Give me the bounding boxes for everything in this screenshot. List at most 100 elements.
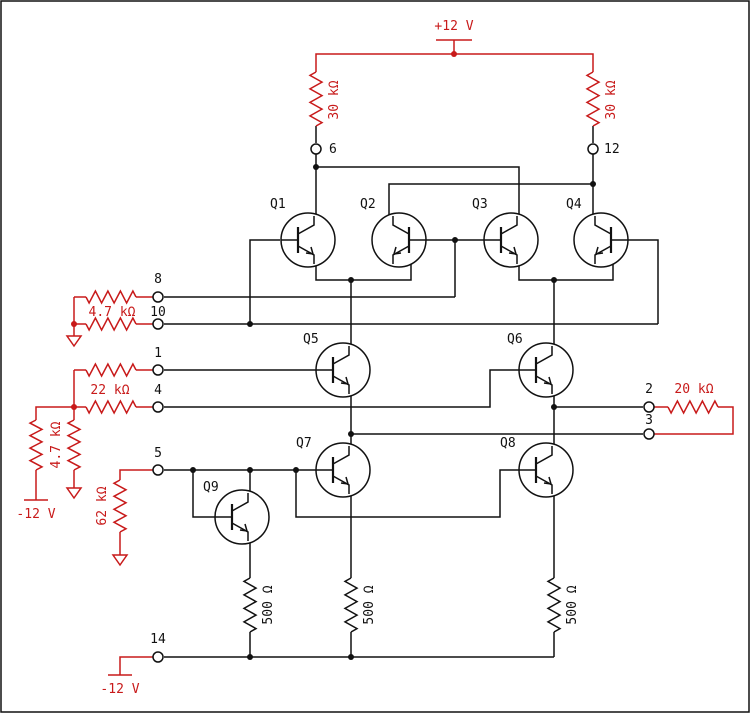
pin-label-6: 6 <box>329 142 337 157</box>
resistor-label-30k-right: 30 kΩ <box>604 80 619 119</box>
junction-dot-divider <box>71 404 77 410</box>
resistor-label-500-q8: 500 Ω <box>565 585 580 624</box>
transistor-q8-collector <box>535 446 553 465</box>
transistor-label-q9: Q9 <box>203 480 219 495</box>
pin-label-2: 2 <box>645 382 653 397</box>
pin-12 <box>587 143 599 155</box>
junction-dot-supply <box>451 51 457 57</box>
junction-dot <box>590 181 596 187</box>
transistor-q3-collector <box>500 216 518 235</box>
junction-dot <box>348 277 354 283</box>
resistor-22k-pin1 <box>85 362 137 378</box>
resistor-4k7-pin10 <box>85 316 137 332</box>
ground-icon <box>111 554 129 567</box>
resistor-label-500-q7: 500 Ω <box>362 585 377 624</box>
transistor-label-q2: Q2 <box>360 197 376 212</box>
transistor-q5-emitter-arrow <box>340 376 350 385</box>
transistor-q8-emitter-arrow <box>543 476 553 485</box>
resistor-500-q7 <box>343 577 359 633</box>
supply-label-minus-bottom: -12 V <box>100 682 139 697</box>
junction-dot <box>348 431 354 437</box>
transistor-q7-emitter-arrow <box>340 476 350 485</box>
pin-6 <box>310 143 322 155</box>
pin-1 <box>152 364 164 376</box>
pin-label-3: 3 <box>645 413 653 428</box>
resistor-20k <box>667 399 719 415</box>
pin-label-10: 10 <box>150 305 166 320</box>
pin-label-4: 4 <box>154 383 162 398</box>
junction-dot <box>551 277 557 283</box>
transistor-q2-collector <box>392 216 410 235</box>
transistor-q6-emitter-arrow <box>543 376 553 385</box>
pin-2 <box>643 401 655 413</box>
junction-dot <box>190 467 196 473</box>
transistor-q4-emitter <box>594 245 612 264</box>
resistor-label-22k: 22 kΩ <box>90 383 129 398</box>
pin-5 <box>152 464 164 476</box>
transistor-q3-emitter-arrow <box>508 246 518 255</box>
junction-dot <box>247 654 253 660</box>
transistor-q9-emitter <box>231 522 249 541</box>
resistor-label-62k: 62 kΩ <box>95 486 110 525</box>
ground-icon <box>65 335 83 348</box>
ground-icon <box>65 487 83 500</box>
resistor-label-30k-left: 30 kΩ <box>327 80 342 119</box>
resistor-label-4k7-input: 4.7 kΩ <box>89 305 136 320</box>
pin-4 <box>152 401 164 413</box>
transistor-q4-collector <box>594 216 612 235</box>
internal-wiring <box>164 126 659 658</box>
transistor-q1-collector <box>297 216 315 235</box>
transistor-q9-collector <box>231 493 249 512</box>
junction-dot <box>313 164 319 170</box>
resistor-500-q9 <box>242 577 258 633</box>
transistor-q2-emitter <box>392 245 410 264</box>
pin-3 <box>643 428 655 440</box>
resistor-30k-left <box>308 71 324 127</box>
resistor-22k-pin4 <box>85 399 137 415</box>
transistor-q7-collector <box>332 446 350 465</box>
transistor-q8-emitter <box>535 475 553 494</box>
transistor-q7-emitter <box>332 475 350 494</box>
supply-label-minus-left: -12 V <box>16 507 55 522</box>
transistor-q4-emitter-arrow <box>594 246 604 255</box>
junction-dot <box>348 654 354 660</box>
junction-dot <box>247 467 253 473</box>
resistor-label-4k7-divider: 4.7 kΩ <box>49 421 64 468</box>
junction-dot <box>293 467 299 473</box>
resistor-divider-left <box>28 419 44 471</box>
transistor-label-q3: Q3 <box>472 197 488 212</box>
pin-14 <box>152 651 164 663</box>
transistor-label-q4: Q4 <box>566 197 582 212</box>
resistor-4k7-pin8 <box>85 289 137 305</box>
resistor-label-20k: 20 kΩ <box>674 382 713 397</box>
transistor-q9-emitter-arrow <box>239 523 249 532</box>
junction-dot <box>247 321 253 327</box>
transistor-label-q8: Q8 <box>500 436 516 451</box>
junction-dot-input <box>71 321 77 327</box>
transistor-q6-collector <box>535 346 553 365</box>
transistor-q2-emitter-arrow <box>392 246 402 255</box>
transistor-label-q1: Q1 <box>270 197 286 212</box>
resistor-label-500-q9: 500 Ω <box>261 585 276 624</box>
pin-label-12: 12 <box>604 142 620 157</box>
resistor-30k-right <box>585 71 601 127</box>
pin-10 <box>152 318 164 330</box>
transistor-q6-emitter <box>535 375 553 394</box>
schematic-labels: +12 V -12 V -12 V 30 kΩ 30 kΩ 4.7 kΩ 22 … <box>16 19 713 697</box>
resistor-500-q8 <box>546 577 562 633</box>
pin-label-8: 8 <box>154 272 162 287</box>
transistor-q1-emitter-arrow <box>305 246 315 255</box>
resistor-divider-right <box>66 419 82 471</box>
transistor-q5-emitter <box>332 375 350 394</box>
transistor-label-q7: Q7 <box>296 436 312 451</box>
junction-dot <box>551 404 557 410</box>
pin-label-5: 5 <box>154 446 162 461</box>
junction-dot <box>452 237 458 243</box>
schematic-marks <box>24 51 719 676</box>
transistor-q3-emitter <box>500 245 518 264</box>
pin-label-1: 1 <box>154 346 162 361</box>
resistor-62k <box>112 479 128 533</box>
supply-label-plus: +12 V <box>434 19 473 34</box>
